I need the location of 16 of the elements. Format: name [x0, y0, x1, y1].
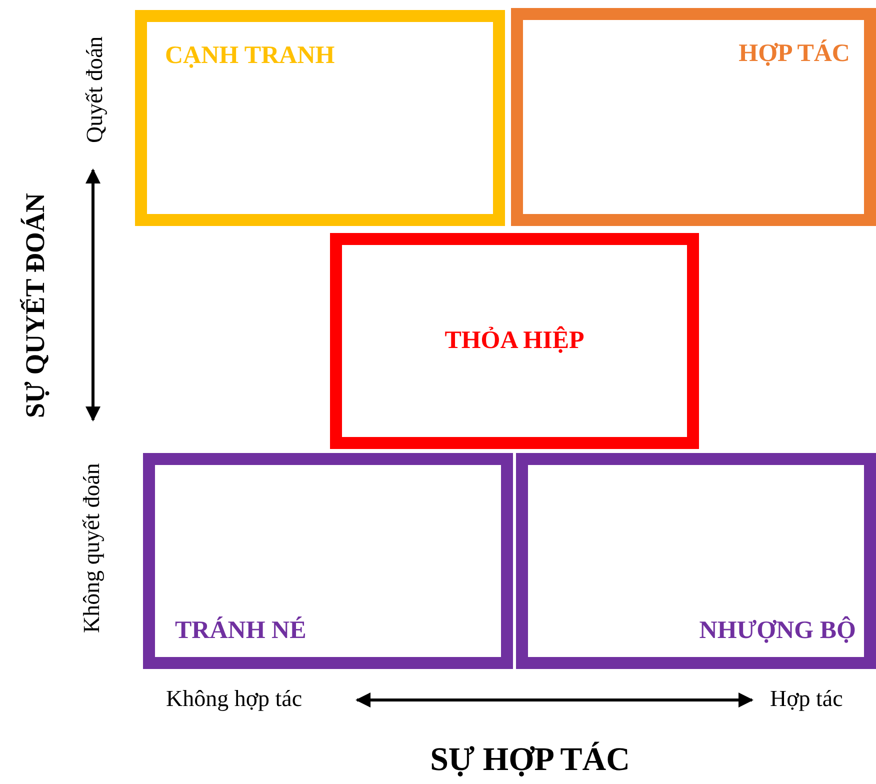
- style-label: THỎA HIỆP: [444, 327, 584, 355]
- quadrant-box: [143, 453, 513, 669]
- axis-title: SỰ QUYẾT ĐOÁN: [20, 191, 51, 420]
- quadrant-box: [516, 453, 876, 669]
- axis-title: SỰ HỢP TÁC: [429, 742, 631, 779]
- quadrant-box: [330, 233, 699, 449]
- style-label: NHƯỢNG BỘ: [699, 617, 856, 645]
- axis-end-label: Quyết đoán: [82, 36, 108, 146]
- axis-end-label: Không quyết đoán: [79, 462, 105, 635]
- quadrant-box: [511, 8, 876, 226]
- style-label: CẠNH TRANH: [165, 42, 335, 70]
- axis-end-label: Không hợp tác: [166, 686, 302, 712]
- style-label: TRÁNH NÉ: [175, 617, 306, 645]
- quadrant-box: [135, 10, 505, 226]
- axis-end-label: Hợp tác: [770, 686, 843, 712]
- style-label: HỢP TÁC: [738, 40, 850, 68]
